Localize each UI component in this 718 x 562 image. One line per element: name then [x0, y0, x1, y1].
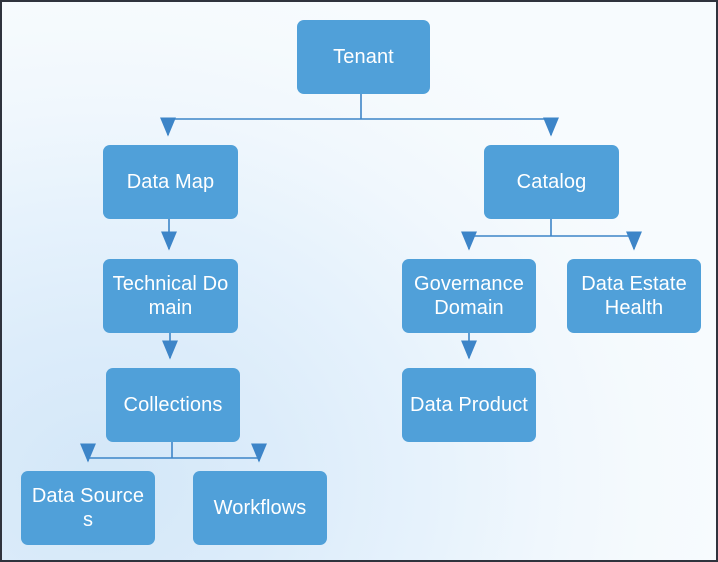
node-governance-domain-label: Governance Domain: [414, 272, 524, 319]
node-data-product[interactable]: Data Product: [402, 368, 536, 442]
node-data-map-label: Data Map: [126, 170, 215, 193]
node-collections-label: Collections: [123, 393, 223, 416]
node-data-estate-health-label: Data Estate Health: [581, 272, 687, 319]
node-data-estate-health[interactable]: Data Estate Health: [567, 259, 701, 333]
node-data-sources[interactable]: Data Sources: [21, 471, 155, 545]
node-collections[interactable]: Collections: [106, 368, 240, 442]
node-catalog[interactable]: Catalog: [484, 145, 619, 219]
node-data-product-label: Data Product: [410, 393, 528, 416]
node-tenant-label: Tenant: [333, 45, 394, 68]
node-data-map[interactable]: Data Map: [103, 145, 238, 219]
node-data-sources-label: Data Sources: [31, 484, 145, 531]
node-catalog-label: Catalog: [516, 170, 587, 193]
node-technical-domain[interactable]: Technical Domain: [103, 259, 238, 333]
node-workflows[interactable]: Workflows: [193, 471, 327, 545]
node-workflows-label: Workflows: [213, 496, 307, 519]
node-tenant[interactable]: Tenant: [297, 20, 430, 94]
node-technical-domain-label: Technical Domain: [112, 272, 229, 319]
node-governance-domain[interactable]: Governance Domain: [402, 259, 536, 333]
